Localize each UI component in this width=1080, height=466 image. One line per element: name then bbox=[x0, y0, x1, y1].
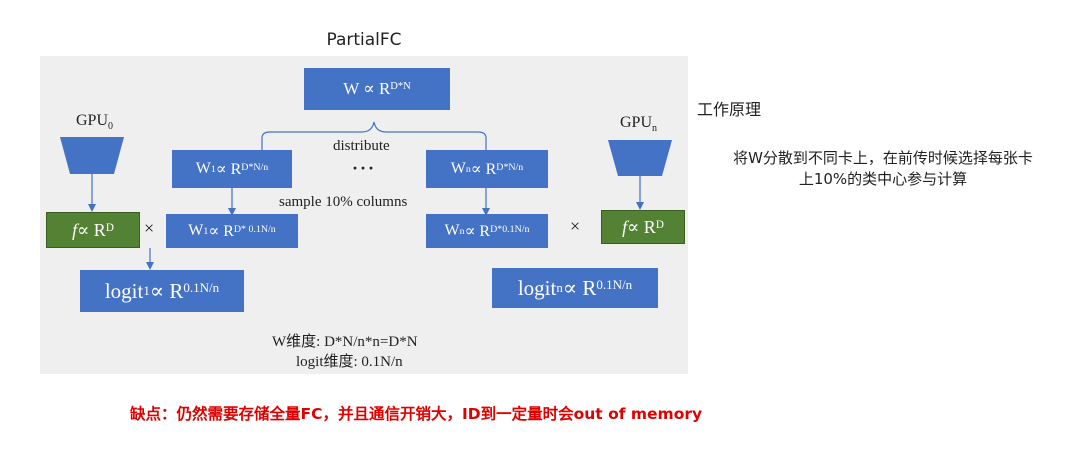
drawback-note: 缺点：仍然需要存储全量FC，并且通信开销大，ID到一定量时会out of mem… bbox=[130, 405, 703, 423]
gpun-label: GPUn bbox=[620, 114, 658, 135]
multiply-sign-right: × bbox=[570, 216, 581, 236]
gpun-trapezoid bbox=[608, 140, 672, 176]
distribute-brace bbox=[261, 121, 487, 150]
distribute-label: distribute bbox=[333, 138, 390, 154]
gpu0-label: GPU0 bbox=[76, 112, 114, 133]
principle-line2: 上10%的类中心参与计算 bbox=[798, 170, 968, 188]
principle-line1: 将W分散到不同卡上，在前传时候选择每张卡 bbox=[733, 149, 1033, 167]
ellipsis-label: ··· bbox=[352, 158, 377, 178]
logit-dimension-note: logit维度: 0.1N/n bbox=[296, 354, 403, 370]
sample-columns-label: sample 10% columns bbox=[279, 194, 408, 210]
gpu0-trapezoid bbox=[60, 137, 124, 174]
principle-heading: 工作原理 bbox=[697, 100, 762, 119]
multiply-sign-left: × bbox=[144, 218, 155, 238]
diagram-title: PartialFC bbox=[326, 30, 402, 50]
w-dimension-note: W维度: D*N/n*n=D*N bbox=[272, 334, 418, 350]
